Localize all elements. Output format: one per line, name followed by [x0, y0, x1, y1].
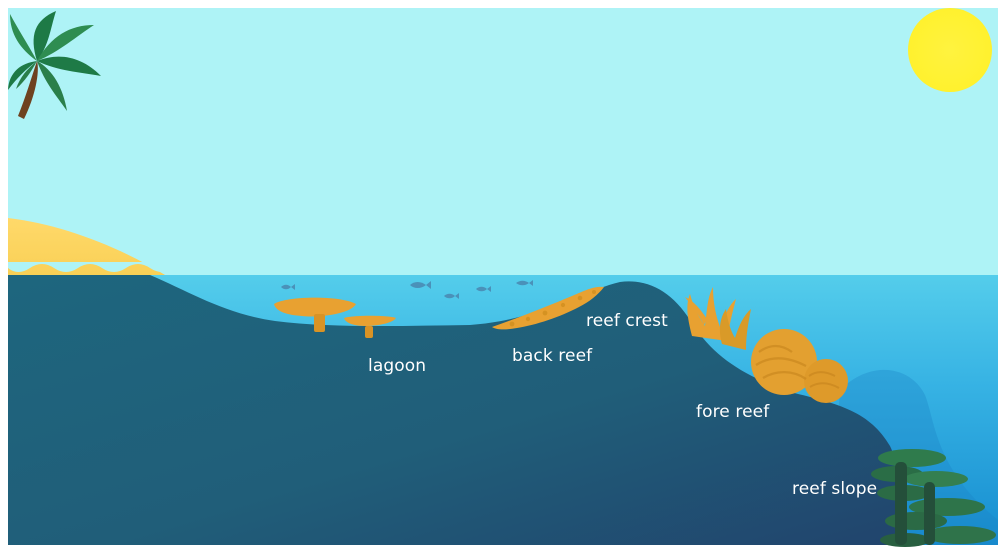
back-reef-label: back reef	[512, 346, 593, 366]
reef-seafloor	[8, 275, 900, 545]
sun	[908, 8, 992, 92]
water-surface-waves	[8, 262, 998, 272]
palm-tree	[8, 11, 101, 119]
reef-slope-plate-corals	[871, 449, 996, 547]
reef-crest-label: reef crest	[586, 311, 668, 331]
brain-corals	[751, 329, 848, 403]
sand-beach	[8, 218, 165, 275]
back-reef-coral-rubble	[492, 286, 604, 330]
fish-school	[281, 280, 533, 299]
fore-reef-branching-corals	[685, 287, 751, 350]
back-reef-texture	[509, 290, 596, 327]
lagoon-corals	[274, 297, 396, 338]
reef-slope-label: reef slope	[792, 479, 878, 499]
lagoon-label: lagoon	[368, 356, 427, 376]
fore-reef-label: fore reef	[696, 402, 770, 422]
